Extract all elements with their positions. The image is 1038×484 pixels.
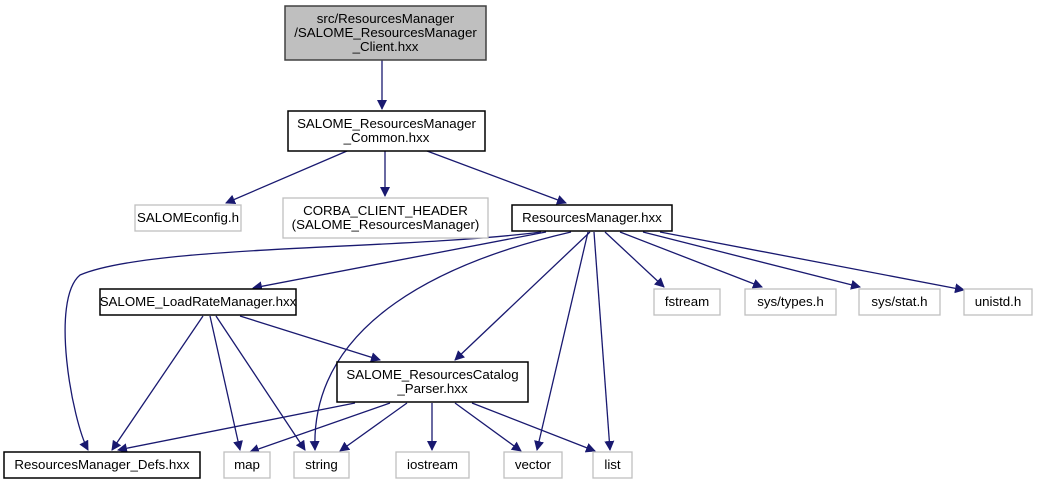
node-vector: vector [503, 451, 563, 479]
node-salomeconfig: SALOMEconfig.h [134, 204, 242, 232]
edge-resmgr-to-fstream [604, 231, 665, 288]
node-string: string [293, 451, 350, 479]
node-box [744, 288, 837, 316]
edge-parser-to-map [249, 402, 391, 454]
edge-resmgr-to-unistd [659, 231, 965, 294]
edge-parser-to-defs [117, 402, 356, 454]
edge-resmgr-to-loadrate [252, 231, 547, 292]
node-label: vector [515, 457, 552, 472]
node-label: CORBA_CLIENT_HEADER [303, 203, 468, 218]
node-box [336, 361, 529, 403]
node-box [293, 451, 350, 479]
edge-common-to-resmgr [426, 150, 567, 205]
node-box [858, 288, 941, 316]
edge-resmgr-to-sysstat [642, 231, 861, 290]
node-label: fstream [665, 294, 709, 309]
node-label: SALOMEconfig.h [137, 210, 239, 225]
node-label: ResourcesManager_Defs.hxx [14, 457, 190, 472]
node-systypes: sys/types.h [744, 288, 837, 316]
edge-loadrate-to-map [209, 315, 243, 451]
node-corba: CORBA_CLIENT_HEADER(SALOME_ResourcesMana… [282, 197, 489, 239]
node-label: _Client.hxx [352, 39, 419, 54]
node-label: _Parser.hxx [396, 381, 468, 396]
edge-loadrate-to-string [215, 315, 306, 451]
node-label: list [604, 457, 621, 472]
edge-common-to-salomeconfig [225, 150, 348, 205]
node-label: /SALOME_ResourcesManager [294, 25, 477, 40]
node-box [592, 451, 633, 479]
edges-layer [64, 60, 965, 454]
node-box [284, 5, 487, 61]
node-label: sys/types.h [757, 294, 824, 309]
node-box [503, 451, 563, 479]
node-label: iostream [407, 457, 458, 472]
node-iostream: iostream [395, 451, 470, 479]
node-box [99, 288, 297, 316]
edge-resmgr-to-string [309, 231, 572, 451]
nodes-layer: src/ResourcesManager/SALOME_ResourcesMan… [3, 5, 1033, 479]
node-label: SALOME_LoadRateManager.hxx [100, 294, 297, 309]
node-box [395, 451, 470, 479]
node-box [963, 288, 1033, 316]
edge-parser-to-vector [454, 402, 522, 452]
node-fstream: fstream [653, 288, 721, 316]
node-label: ResourcesManager.hxx [522, 210, 662, 225]
node-resmgr[interactable]: ResourcesManager.hxx [511, 204, 673, 232]
node-box [223, 451, 271, 479]
node-label: SALOME_ResourcesManager [297, 116, 476, 131]
node-label: _Common.hxx [343, 130, 430, 145]
edge-resmgr-to-defs [64, 231, 542, 451]
node-box [3, 451, 201, 479]
node-label: src/ResourcesManager [317, 11, 455, 26]
node-map: map [223, 451, 271, 479]
edge-loadrate-to-parser [239, 315, 381, 363]
node-unistd: unistd.h [963, 288, 1033, 316]
node-label: SALOME_ResourcesCatalog [346, 367, 518, 382]
node-label: unistd.h [975, 294, 1022, 309]
edge-parser-to-list [471, 402, 596, 453]
node-loadrate[interactable]: SALOME_LoadRateManager.hxx [99, 288, 297, 316]
node-sysstat: sys/stat.h [858, 288, 941, 316]
node-box [134, 204, 242, 232]
edge-resmgr-to-list [593, 231, 615, 451]
edge-loadrate-to-defs [111, 315, 204, 451]
node-box [287, 110, 486, 152]
node-label: (SALOME_ResourcesManager) [292, 217, 480, 232]
node-parser[interactable]: SALOME_ResourcesCatalog_Parser.hxx [336, 361, 529, 403]
node-box [653, 288, 721, 316]
node-box [511, 204, 673, 232]
node-client[interactable]: src/ResourcesManager/SALOME_ResourcesMan… [284, 5, 487, 61]
node-defs[interactable]: ResourcesManager_Defs.hxx [3, 451, 201, 479]
edge-resmgr-to-parser [454, 231, 591, 361]
node-box [282, 197, 489, 239]
edge-resmgr-to-vector [534, 231, 589, 451]
edge-resmgr-to-systypes [619, 231, 763, 289]
node-list: list [592, 451, 633, 479]
node-label: sys/stat.h [871, 294, 927, 309]
edge-parser-to-string [339, 402, 408, 452]
node-label: string [305, 457, 338, 472]
node-common[interactable]: SALOME_ResourcesManager_Common.hxx [287, 110, 486, 152]
node-label: map [234, 457, 260, 472]
